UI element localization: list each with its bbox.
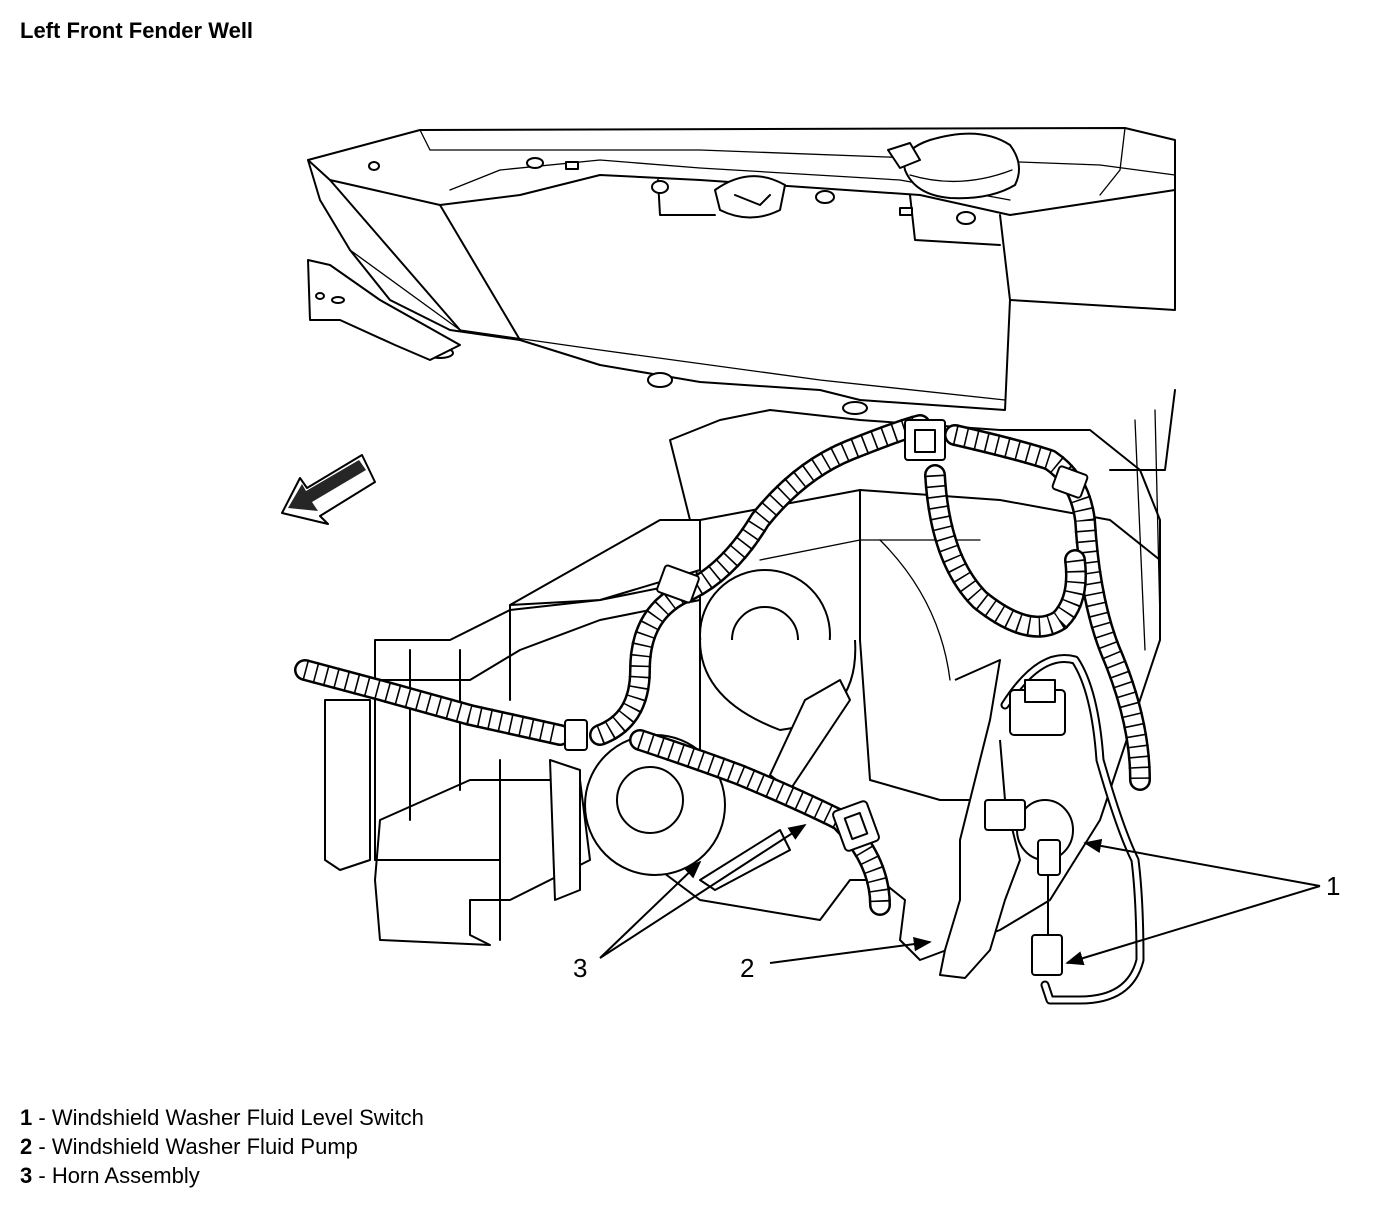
callout-3: 3 [573, 953, 587, 983]
legend-separator: - [32, 1134, 52, 1159]
legend-item: 3 - Horn Assembly [20, 1161, 424, 1190]
legend-separator: - [32, 1105, 52, 1130]
legend-item: 1 - Windshield Washer Fluid Level Switch [20, 1103, 424, 1132]
level-switch-and-pump [939, 654, 1145, 1005]
legend-number: 2 [20, 1134, 33, 1159]
legend-label: Horn Assembly [51, 1163, 200, 1188]
diagram-title: Left Front Fender Well [20, 18, 254, 43]
frame-rail [324, 519, 701, 946]
wiring-harness [294, 414, 1151, 916]
radiator-support [307, 127, 1176, 415]
left-bracket [307, 259, 461, 361]
callout-leaders [599, 824, 1321, 966]
legend-separator: - [32, 1163, 52, 1188]
callout-2: 2 [740, 953, 754, 983]
forward-arrow-icon [281, 454, 376, 525]
parts-legend: 1 - Windshield Washer Fluid Level Switch… [20, 1103, 424, 1190]
legend-number: 3 [20, 1163, 33, 1188]
legend-item: 2 - Windshield Washer Fluid Pump [20, 1132, 424, 1161]
legend-number: 1 [20, 1105, 33, 1130]
legend-label: Windshield Washer Fluid Level Switch [51, 1105, 424, 1130]
legend-label: Windshield Washer Fluid Pump [51, 1134, 358, 1159]
callout-1: 1 [1326, 871, 1340, 901]
